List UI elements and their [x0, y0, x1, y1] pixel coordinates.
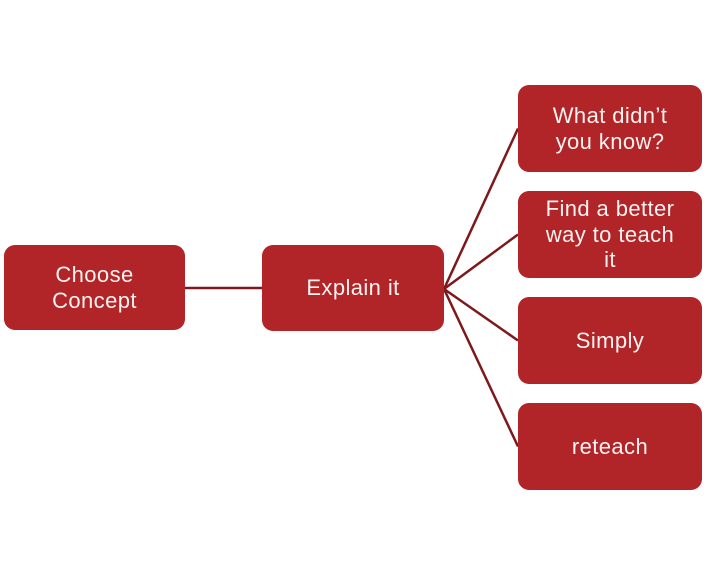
node-what-didnt-you-know[interactable]: What didn’t you know?: [518, 85, 702, 172]
connector-explain-to-branch-3: [442, 288, 520, 448]
connector-explain-to-branch-0: [442, 127, 520, 290]
node-explain-it[interactable]: Explain it: [262, 245, 444, 331]
node-find-a-better-way[interactable]: Find a better way to teach it: [518, 191, 702, 278]
connector-explain-to-branch-1: [443, 233, 519, 291]
node-reteach[interactable]: reteach: [518, 403, 702, 490]
node-simply[interactable]: Simply: [518, 297, 702, 384]
connector-explain-to-branch-2: [443, 287, 519, 342]
node-choose-concept[interactable]: Choose Concept: [4, 245, 185, 330]
